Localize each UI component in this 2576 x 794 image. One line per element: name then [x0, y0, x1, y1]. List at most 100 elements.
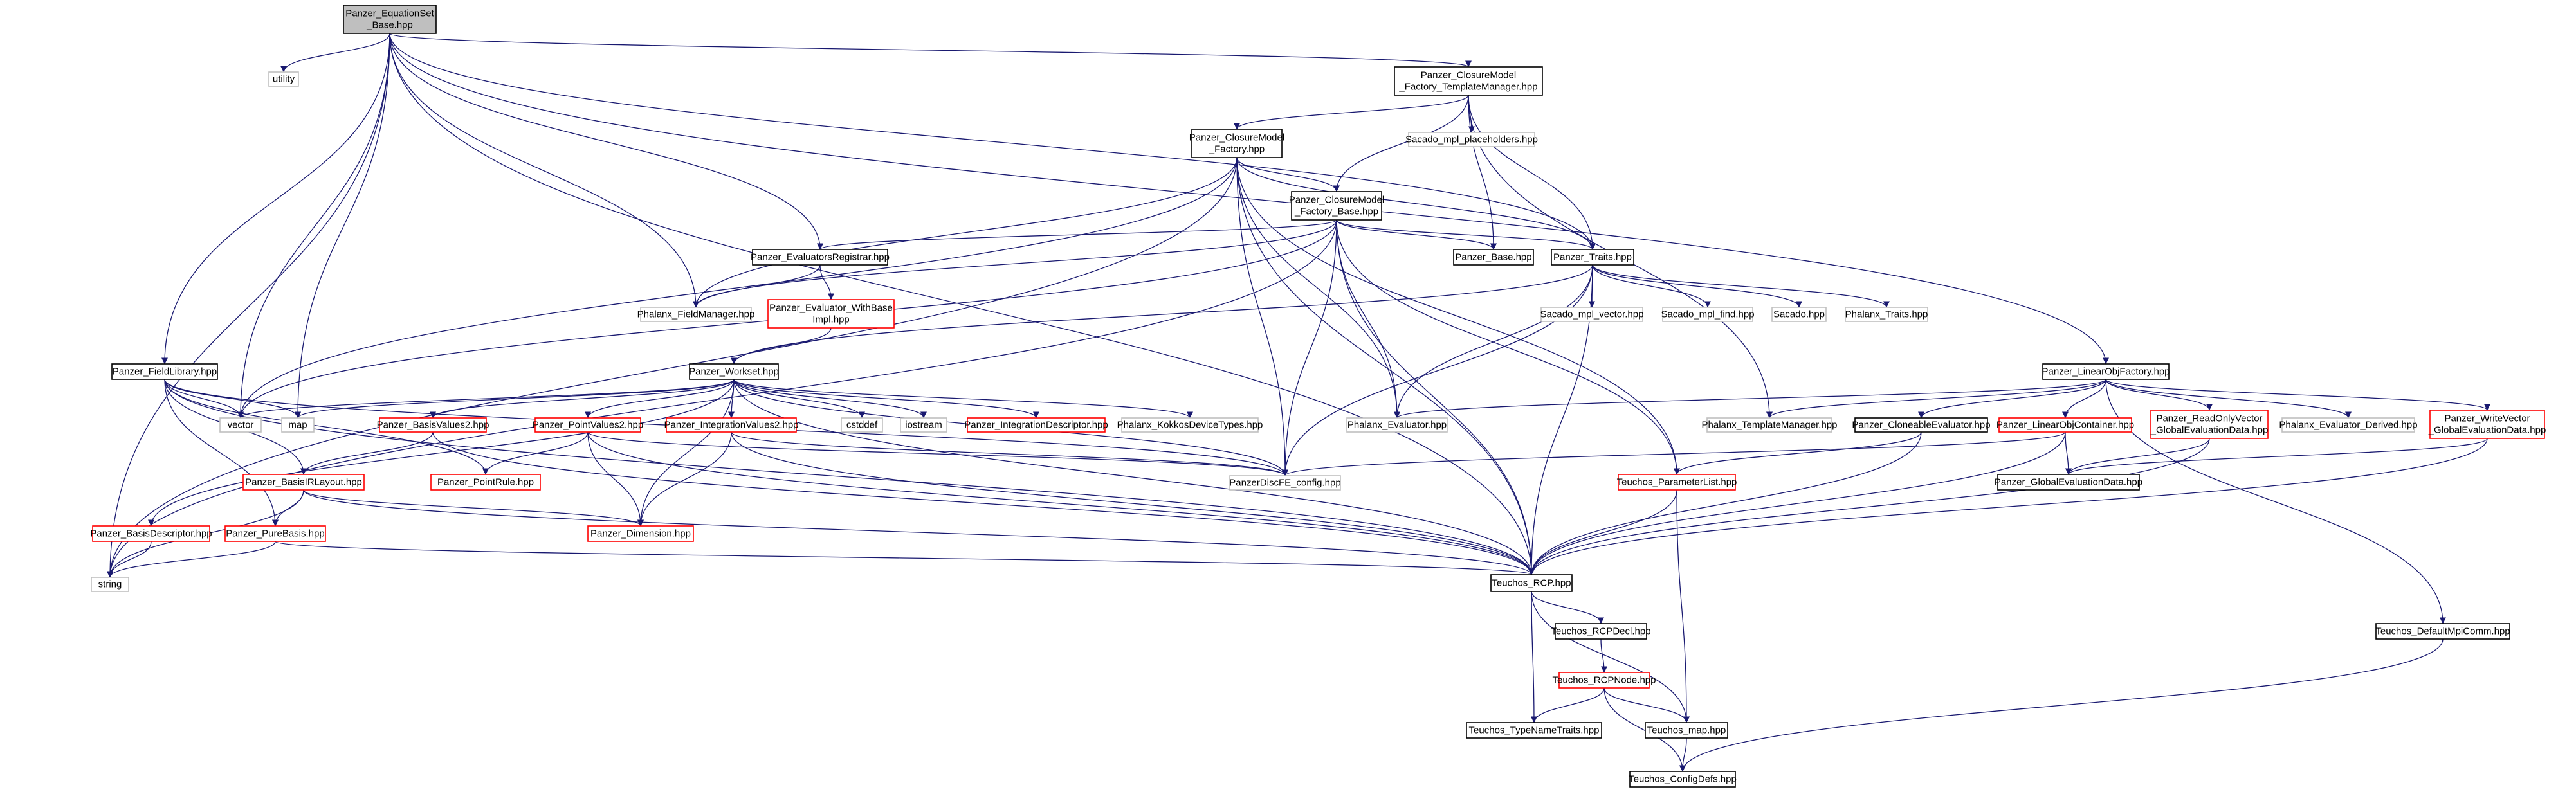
node-dfecfg[interactable]: PanzerDiscFE_config.hpp: [1229, 475, 1341, 491]
node-box: [91, 577, 129, 592]
edge-evreg-to-fieldmgr: [693, 264, 821, 308]
node-sacado_ph[interactable]: Sacado_mpl_placeholders.hpp: [1405, 132, 1538, 147]
node-sacado[interactable]: Sacado.hpp: [1771, 307, 1827, 322]
edge-rcp-to-typename: [1530, 591, 1537, 723]
node-ged[interactable]: Panzer_GlobalEvaluationData.hpp: [1995, 474, 2142, 491]
node-cloneev[interactable]: Panzer_CloneableEvaluator.hpp: [1852, 417, 1991, 433]
edge-linobj-to-wovec: [2105, 379, 2490, 411]
node-paramlist[interactable]: Teuchos_ParameterList.hpp: [1617, 474, 1737, 491]
node-box: [1629, 771, 1736, 788]
edge-layer: [107, 33, 2490, 772]
edge-root-to-map: [295, 33, 390, 419]
node-label: Teuchos_ConfigDefs.hpp: [1629, 774, 1737, 785]
node-box: [689, 363, 779, 380]
node-rcp[interactable]: Teuchos_RCP.hpp: [1490, 574, 1573, 592]
node-cmf[interactable]: Panzer_ClosureModel_Factory.hpp: [1189, 129, 1284, 158]
edge-cmfb-to-rcp: [1336, 219, 1535, 575]
node-label: _GlobalEvaluationData.hpp: [2428, 425, 2546, 436]
node-label: Panzer_PureBasis.hpp: [226, 528, 324, 539]
node-utility[interactable]: utility: [268, 71, 299, 87]
node-workset[interactable]: Panzer_Workset.hpp: [689, 363, 779, 380]
node-box: [1490, 574, 1573, 592]
edge-cmtm-to-cmfb: [1333, 95, 1469, 192]
node-label: Panzer_PointValues2.hpp: [533, 420, 643, 431]
edge-wovec-to-rcp: [1528, 438, 2488, 575]
node-defmpi[interactable]: Teuchos_DefaultMpiComm.hpp: [2375, 623, 2510, 640]
node-basisdesc[interactable]: Panzer_BasisDescriptor.hpp: [90, 525, 212, 542]
edge-locont-to-ged: [2065, 431, 2072, 475]
node-wovec[interactable]: Panzer_WriteVector_GlobalEvaluationData.…: [2428, 410, 2546, 439]
node-rcpnode[interactable]: Teuchos_RCPNode.hpp: [1553, 672, 1656, 689]
node-kokkos[interactable]: Phalanx_KokkosDeviceTypes.hpp: [1117, 417, 1263, 433]
node-phtm[interactable]: Phalanx_TemplateManager.hpp: [1702, 417, 1838, 433]
node-phev[interactable]: Phalanx_Evaluator.hpp: [1346, 417, 1448, 433]
edge-cloneev-to-paramlist: [1674, 431, 1922, 475]
node-box: [2150, 410, 2269, 439]
node-box: [841, 417, 883, 433]
edge-ptraits-to-phev: [1394, 264, 1593, 419]
node-label: utility: [273, 74, 295, 85]
edge-cmfb-to-pbase: [1336, 219, 1497, 250]
node-label: Panzer_LinearObjContainer.hpp: [1996, 420, 2134, 431]
edge-workset-to-intdesc: [733, 379, 1039, 419]
node-phevd[interactable]: Phalanx_Evaluator_Derived.hpp: [2279, 417, 2418, 433]
edge-paramlist-to-rcp: [1528, 489, 1677, 575]
node-cmfb[interactable]: Panzer_ClosureModel_Factory_Base.hpp: [1289, 191, 1384, 221]
node-dim[interactable]: Panzer_Dimension.hpp: [587, 525, 694, 542]
node-rovec[interactable]: Panzer_ReadOnlyVector_GlobalEvaluationDa…: [2150, 410, 2269, 439]
node-purebasis[interactable]: Panzer_PureBasis.hpp: [224, 525, 326, 542]
node-box: [1645, 722, 1728, 739]
node-mplfind[interactable]: Sacado_mpl_find.hpp: [1661, 307, 1755, 322]
node-tmap[interactable]: Teuchos_map.hpp: [1645, 722, 1728, 739]
node-mplvec[interactable]: Sacado_mpl_vector.hpp: [1540, 307, 1644, 322]
node-label: cstddef: [846, 420, 878, 431]
node-box: [1706, 417, 1832, 433]
node-cfgdefs[interactable]: Teuchos_ConfigDefs.hpp: [1629, 771, 1737, 788]
node-cstddef[interactable]: cstddef: [841, 417, 883, 433]
node-label: Sacado.hpp: [1773, 309, 1825, 320]
node-iv2[interactable]: Panzer_IntegrationValues2.hpp: [664, 417, 799, 433]
node-box: [1229, 475, 1341, 491]
node-box: [1408, 132, 1535, 147]
node-root[interactable]: Panzer_EquationSet_Base.hpp: [343, 5, 437, 34]
node-box: [1121, 417, 1259, 433]
edge-cmfb-to-string: [107, 219, 1337, 578]
node-pv2[interactable]: Panzer_PointValues2.hpp: [533, 417, 643, 433]
node-label: _Base.hpp: [366, 20, 413, 31]
node-box: [1191, 129, 1283, 158]
node-evreg[interactable]: Panzer_EvaluatorsRegistrar.hpp: [751, 249, 890, 266]
node-linobj[interactable]: Panzer_LinearObjFactory.hpp: [2042, 363, 2170, 380]
node-label: Panzer_BasisValues2.hpp: [377, 420, 489, 431]
node-fieldmgr[interactable]: Phalanx_FieldManager.hpp: [637, 307, 755, 322]
node-pointrule[interactable]: Panzer_PointRule.hpp: [430, 474, 541, 491]
node-intdesc[interactable]: Panzer_IntegrationDescriptor.hpp: [964, 417, 1108, 433]
edge-fieldlib-to-vector: [164, 379, 244, 419]
edge-workset-to-basisdesc: [148, 379, 735, 527]
node-rcpdecl[interactable]: Teuchos_RCPDecl.hpp: [1551, 623, 1651, 640]
node-label: _GlobalEvaluationData.hpp: [2150, 425, 2269, 436]
node-birl[interactable]: Panzer_BasisIRLayout.hpp: [242, 474, 365, 491]
node-box: [430, 474, 541, 491]
node-ptraits[interactable]: Panzer_Traits.hpp: [1551, 249, 1634, 266]
node-label: string: [98, 579, 122, 590]
node-phtraits[interactable]: Phalanx_Traits.hpp: [1845, 307, 1928, 322]
edge-linobj-to-cloneev: [1918, 379, 2106, 419]
edge-defmpi-to-cfgdefs: [1679, 638, 2444, 772]
node-cmtm[interactable]: Panzer_ClosureModel_Factory_TemplateMana…: [1394, 66, 1543, 96]
edge-workset-to-pv2: [585, 379, 735, 419]
node-typename[interactable]: Teuchos_TypeNameTraits.hpp: [1466, 722, 1602, 739]
node-pbase[interactable]: Panzer_Base.hpp: [1453, 249, 1534, 266]
node-iostream[interactable]: iostream: [900, 417, 947, 433]
node-fieldlib[interactable]: Panzer_FieldLibrary.hpp: [111, 363, 218, 380]
node-label: Phalanx_FieldManager.hpp: [637, 309, 755, 320]
node-box: [242, 474, 365, 491]
edge-locont-to-rcp: [1528, 431, 2066, 575]
node-locont[interactable]: Panzer_LinearObjContainer.hpp: [1996, 417, 2134, 433]
node-string[interactable]: string: [91, 577, 129, 592]
node-bv2[interactable]: Panzer_BasisValues2.hpp: [377, 417, 489, 433]
node-map[interactable]: map: [281, 417, 315, 433]
node-vector[interactable]: vector: [219, 417, 262, 433]
